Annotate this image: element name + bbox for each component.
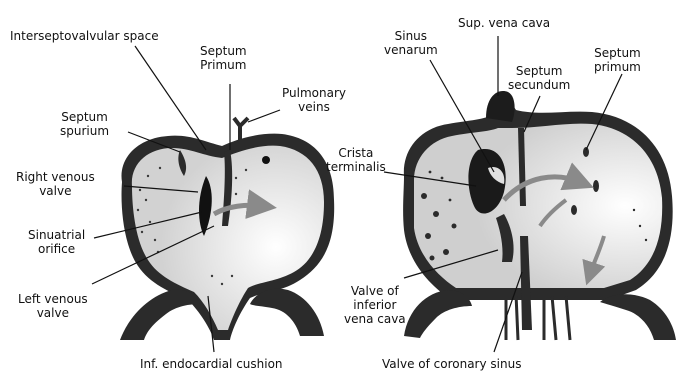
label-line: Sup. vena cava [458, 16, 550, 30]
label-line: Septum [60, 110, 109, 124]
label-line: Inf. endocardial cushion [140, 357, 283, 371]
right-lower-cushion-right [600, 294, 676, 340]
label-crista-terminalis: Crista terminalis [326, 146, 386, 174]
label-sinus-venarum: Sinus venarum [384, 29, 438, 57]
label-line: valve [18, 306, 88, 320]
label-line: spurium [60, 124, 109, 138]
label-pulmonary-veins: Pulmonary veins [282, 86, 346, 114]
right-lower-cushion-left [404, 290, 472, 338]
right-heart [403, 91, 676, 340]
label-right-venous-valve: Right venous valve [16, 170, 95, 198]
label-line: primum [594, 60, 641, 74]
label-line: Septum [508, 64, 570, 78]
label-valve-of-ivc: Valve of inferior vena cava [344, 284, 406, 326]
label-line: Sinuatrial [28, 228, 85, 242]
label-line: Primum [200, 58, 247, 72]
label-valve-of-coronary-sinus: Valve of coronary sinus [382, 357, 521, 371]
label-line: inferior [344, 298, 406, 312]
left-pv-opening [262, 156, 270, 164]
label-line: valve [16, 184, 95, 198]
label-line: Right venous [16, 170, 95, 184]
label-line: Valve of coronary sinus [382, 357, 521, 371]
label-sup-vena-cava: Sup. vena cava [458, 16, 550, 30]
label-line: secundum [508, 78, 570, 92]
left-lower-cushion-right [250, 289, 324, 336]
label-line: Valve of [344, 284, 406, 298]
label-line: vena cava [344, 312, 406, 326]
label-line: Sinus [384, 29, 438, 43]
label-line: Septum [200, 44, 247, 58]
label-line: orifice [28, 242, 85, 256]
label-sinuatrial-orifice: Sinuatrial orifice [28, 228, 85, 256]
label-line: Left venous [18, 292, 88, 306]
label-septum-secundum: Septum secundum [508, 64, 570, 92]
label-line: Crista [326, 146, 386, 160]
label-left-septum-primum: Septum Primum [200, 44, 247, 72]
right-lower-chordae [506, 294, 570, 340]
left-heart [120, 118, 334, 340]
label-line: Pulmonary [282, 86, 346, 100]
right-svc [486, 91, 515, 122]
label-line: Septum [594, 46, 641, 60]
label-inf-endocardial-cushion: Inf. endocardial cushion [140, 357, 283, 371]
label-interseptovalvular-space: Interseptovalvular space [10, 29, 159, 43]
label-line: terminalis [326, 160, 386, 174]
label-line: venarum [384, 43, 438, 57]
label-left-venous-valve: Left venous valve [18, 292, 88, 320]
leader-interseptovalvular-space [135, 46, 206, 150]
label-right-septum-primum: Septum primum [594, 46, 641, 74]
left-lower-cushion-left [120, 290, 200, 340]
leader-pulmonary-veins [248, 110, 280, 122]
label-line: veins [282, 100, 346, 114]
label-septum-spurium: Septum spurium [60, 110, 109, 138]
label-line: Interseptovalvular space [10, 29, 159, 43]
